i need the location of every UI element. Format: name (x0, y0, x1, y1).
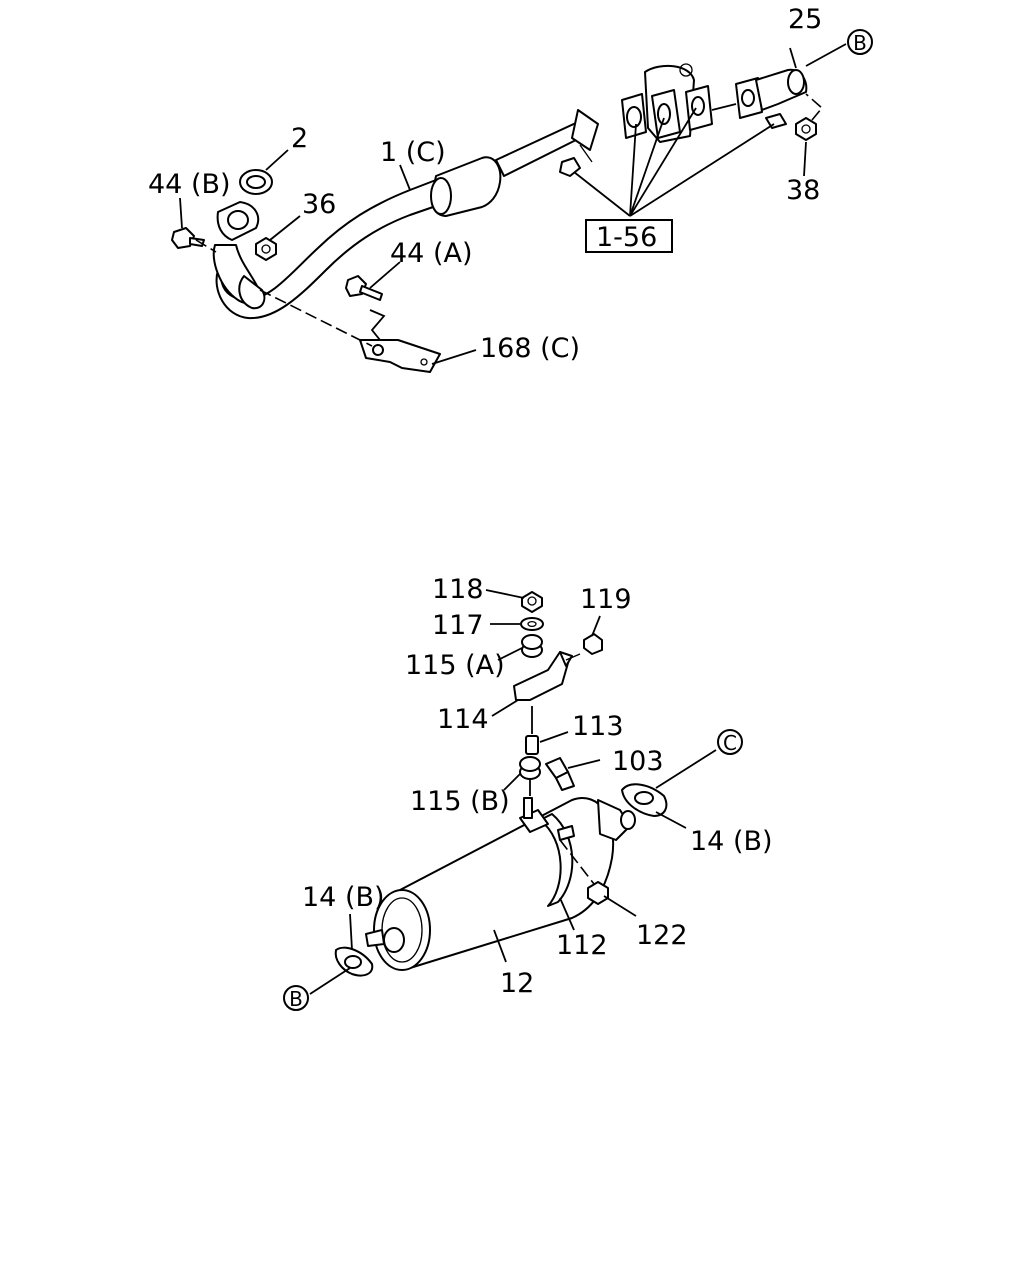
label-part-168c: 168 (C) (480, 333, 580, 364)
bolt-part (171, 227, 205, 249)
gasket-ring-part (239, 169, 273, 195)
converter-assembly-part (621, 63, 713, 143)
nut-part (583, 633, 603, 655)
nut-part (521, 591, 543, 613)
label-part-2: 2 (291, 123, 308, 154)
rubber-mount-part (521, 634, 543, 658)
label-part-114: 114 (437, 704, 489, 735)
upper-exhaust-assembly (171, 43, 847, 373)
label-part-36: 36 (302, 189, 336, 220)
label-part-112: 112 (556, 930, 608, 961)
svg-text:B: B (853, 31, 867, 55)
bracket-part (513, 651, 581, 701)
label-part-25: 25 (788, 4, 822, 35)
label-part-117: 117 (432, 610, 484, 641)
nut-part (255, 237, 277, 261)
front-pipe-part (212, 109, 599, 320)
reference-marker-c: C (717, 729, 743, 755)
reference-marker-b-bottom: B (283, 985, 309, 1011)
svg-text:B: B (289, 987, 303, 1011)
label-part-44a: 44 (A) (390, 238, 472, 269)
gasket-flange-part (621, 783, 668, 817)
label-part-122: 122 (636, 920, 688, 951)
pipe-inlet-flange (216, 201, 260, 241)
label-part-118: 118 (432, 574, 484, 605)
washer-part (520, 617, 544, 631)
bracket-part (359, 339, 441, 373)
label-part-14b-left: 14 (B) (302, 882, 385, 913)
reference-box-1-56 (585, 219, 673, 253)
label-part-14b-right: 14 (B) (690, 826, 773, 857)
bolt-nut-part (765, 113, 817, 141)
label-part-103: 103 (612, 746, 664, 777)
stud-bolt-part (523, 797, 533, 819)
lower-muffler-assembly (309, 589, 717, 995)
label-part-1c: 1 (C) (380, 137, 446, 168)
rubber-mount-part (519, 756, 541, 780)
label-part-119: 119 (580, 584, 632, 615)
nut-part (587, 881, 609, 905)
label-part-12: 12 (500, 968, 534, 999)
collar-part (525, 735, 539, 755)
label-part-44b: 44 (B) (148, 169, 231, 200)
bolt-part (345, 275, 383, 301)
bolt-part (545, 757, 575, 791)
exhaust-pipe-part (735, 68, 808, 119)
label-part-115b: 115 (B) (410, 786, 510, 817)
label-part-1-56: 1-56 (596, 222, 657, 253)
reference-marker-b-top: B (847, 29, 873, 55)
label-part-38: 38 (786, 175, 820, 206)
svg-text:C: C (723, 731, 737, 755)
label-part-115a: 115 (A) (405, 650, 505, 681)
label-part-113: 113 (572, 711, 624, 742)
gasket-flange-part (334, 946, 374, 977)
